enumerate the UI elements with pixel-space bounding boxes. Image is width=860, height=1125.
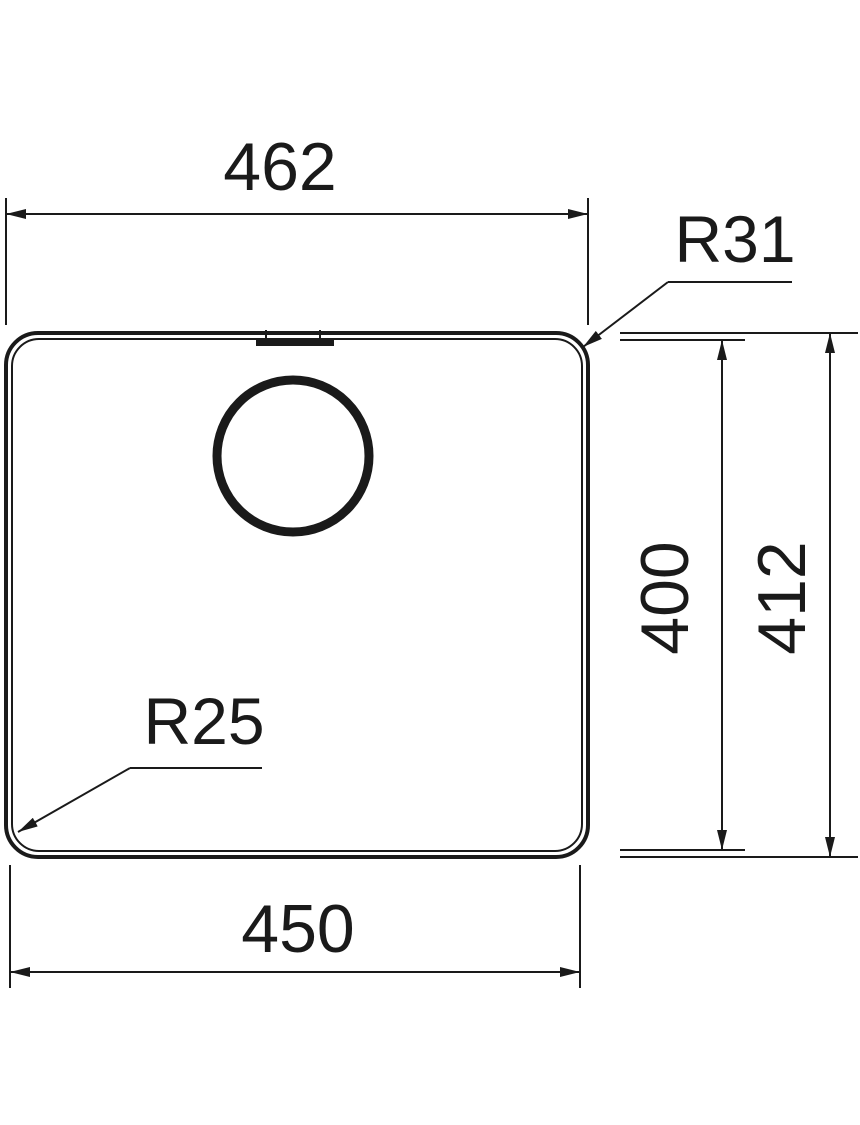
outer-radius-label: R31 [674, 202, 795, 276]
bottom-width-dimension [9, 865, 581, 988]
inner-width-label: 450 [241, 891, 354, 967]
sink-inner-edge [11, 338, 583, 852]
inner-height-label: 400 [627, 541, 703, 654]
inner-radius-leader [17, 767, 262, 833]
drain-circle [212, 375, 374, 537]
overflow-slot [256, 330, 334, 346]
outer-height-label: 412 [744, 541, 820, 654]
top-width-dimension [5, 198, 589, 325]
outer-width-label: 462 [223, 129, 336, 205]
sink-outer-edge [4, 331, 590, 859]
sink-outline [4, 331, 590, 859]
outer-radius-leader [582, 281, 792, 348]
inner-radius-label: R25 [143, 684, 264, 758]
